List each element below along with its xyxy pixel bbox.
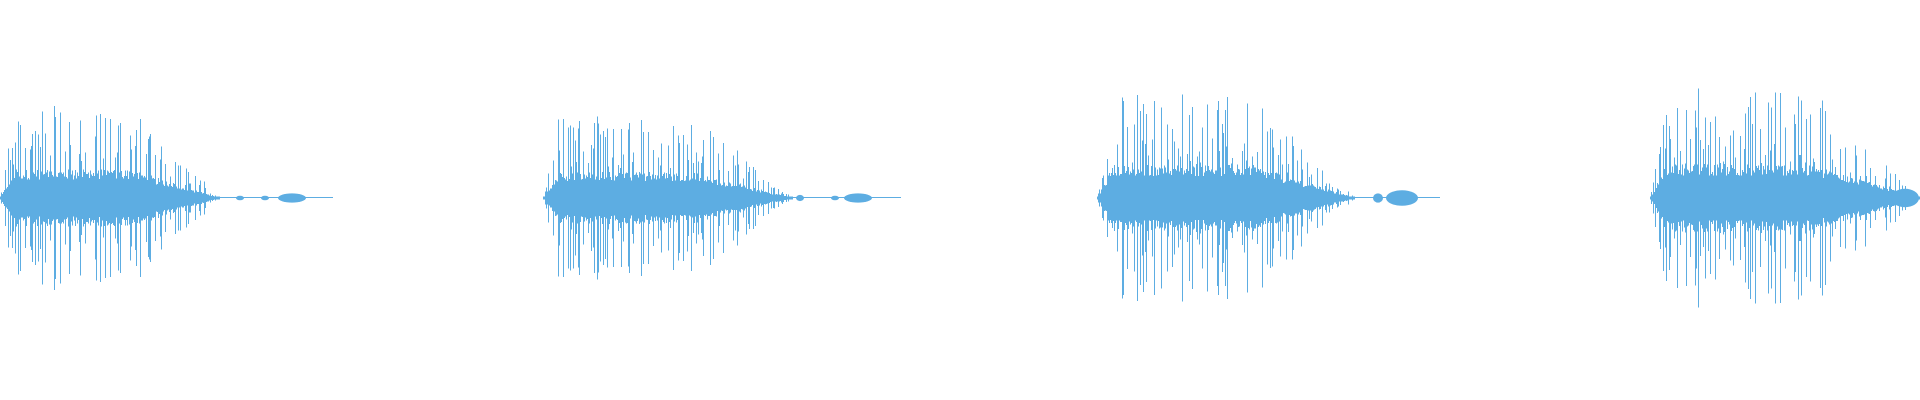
waveform-tail-bump — [796, 194, 804, 202]
audio-clip-2[interactable] — [543, 116, 902, 280]
audio-clip-4[interactable] — [1650, 88, 1920, 308]
waveform-tail-bump — [1386, 190, 1418, 206]
waveform-tail-bump — [831, 195, 839, 201]
waveform-tail-bump — [278, 193, 306, 203]
waveform-body — [1097, 94, 1440, 302]
waveform-tail-bump — [844, 193, 872, 203]
audio-clip-3[interactable] — [1097, 94, 1441, 302]
waveform-body — [543, 116, 901, 280]
waveform-body — [1650, 88, 1920, 308]
waveform-tail-bump — [1891, 188, 1919, 208]
waveform-body — [0, 105, 333, 291]
waveform-tail-bump — [261, 195, 269, 201]
waveform-tail-bump — [1373, 193, 1383, 203]
waveform-tail-bump — [236, 195, 244, 201]
audio-clip-1[interactable] — [0, 105, 334, 291]
